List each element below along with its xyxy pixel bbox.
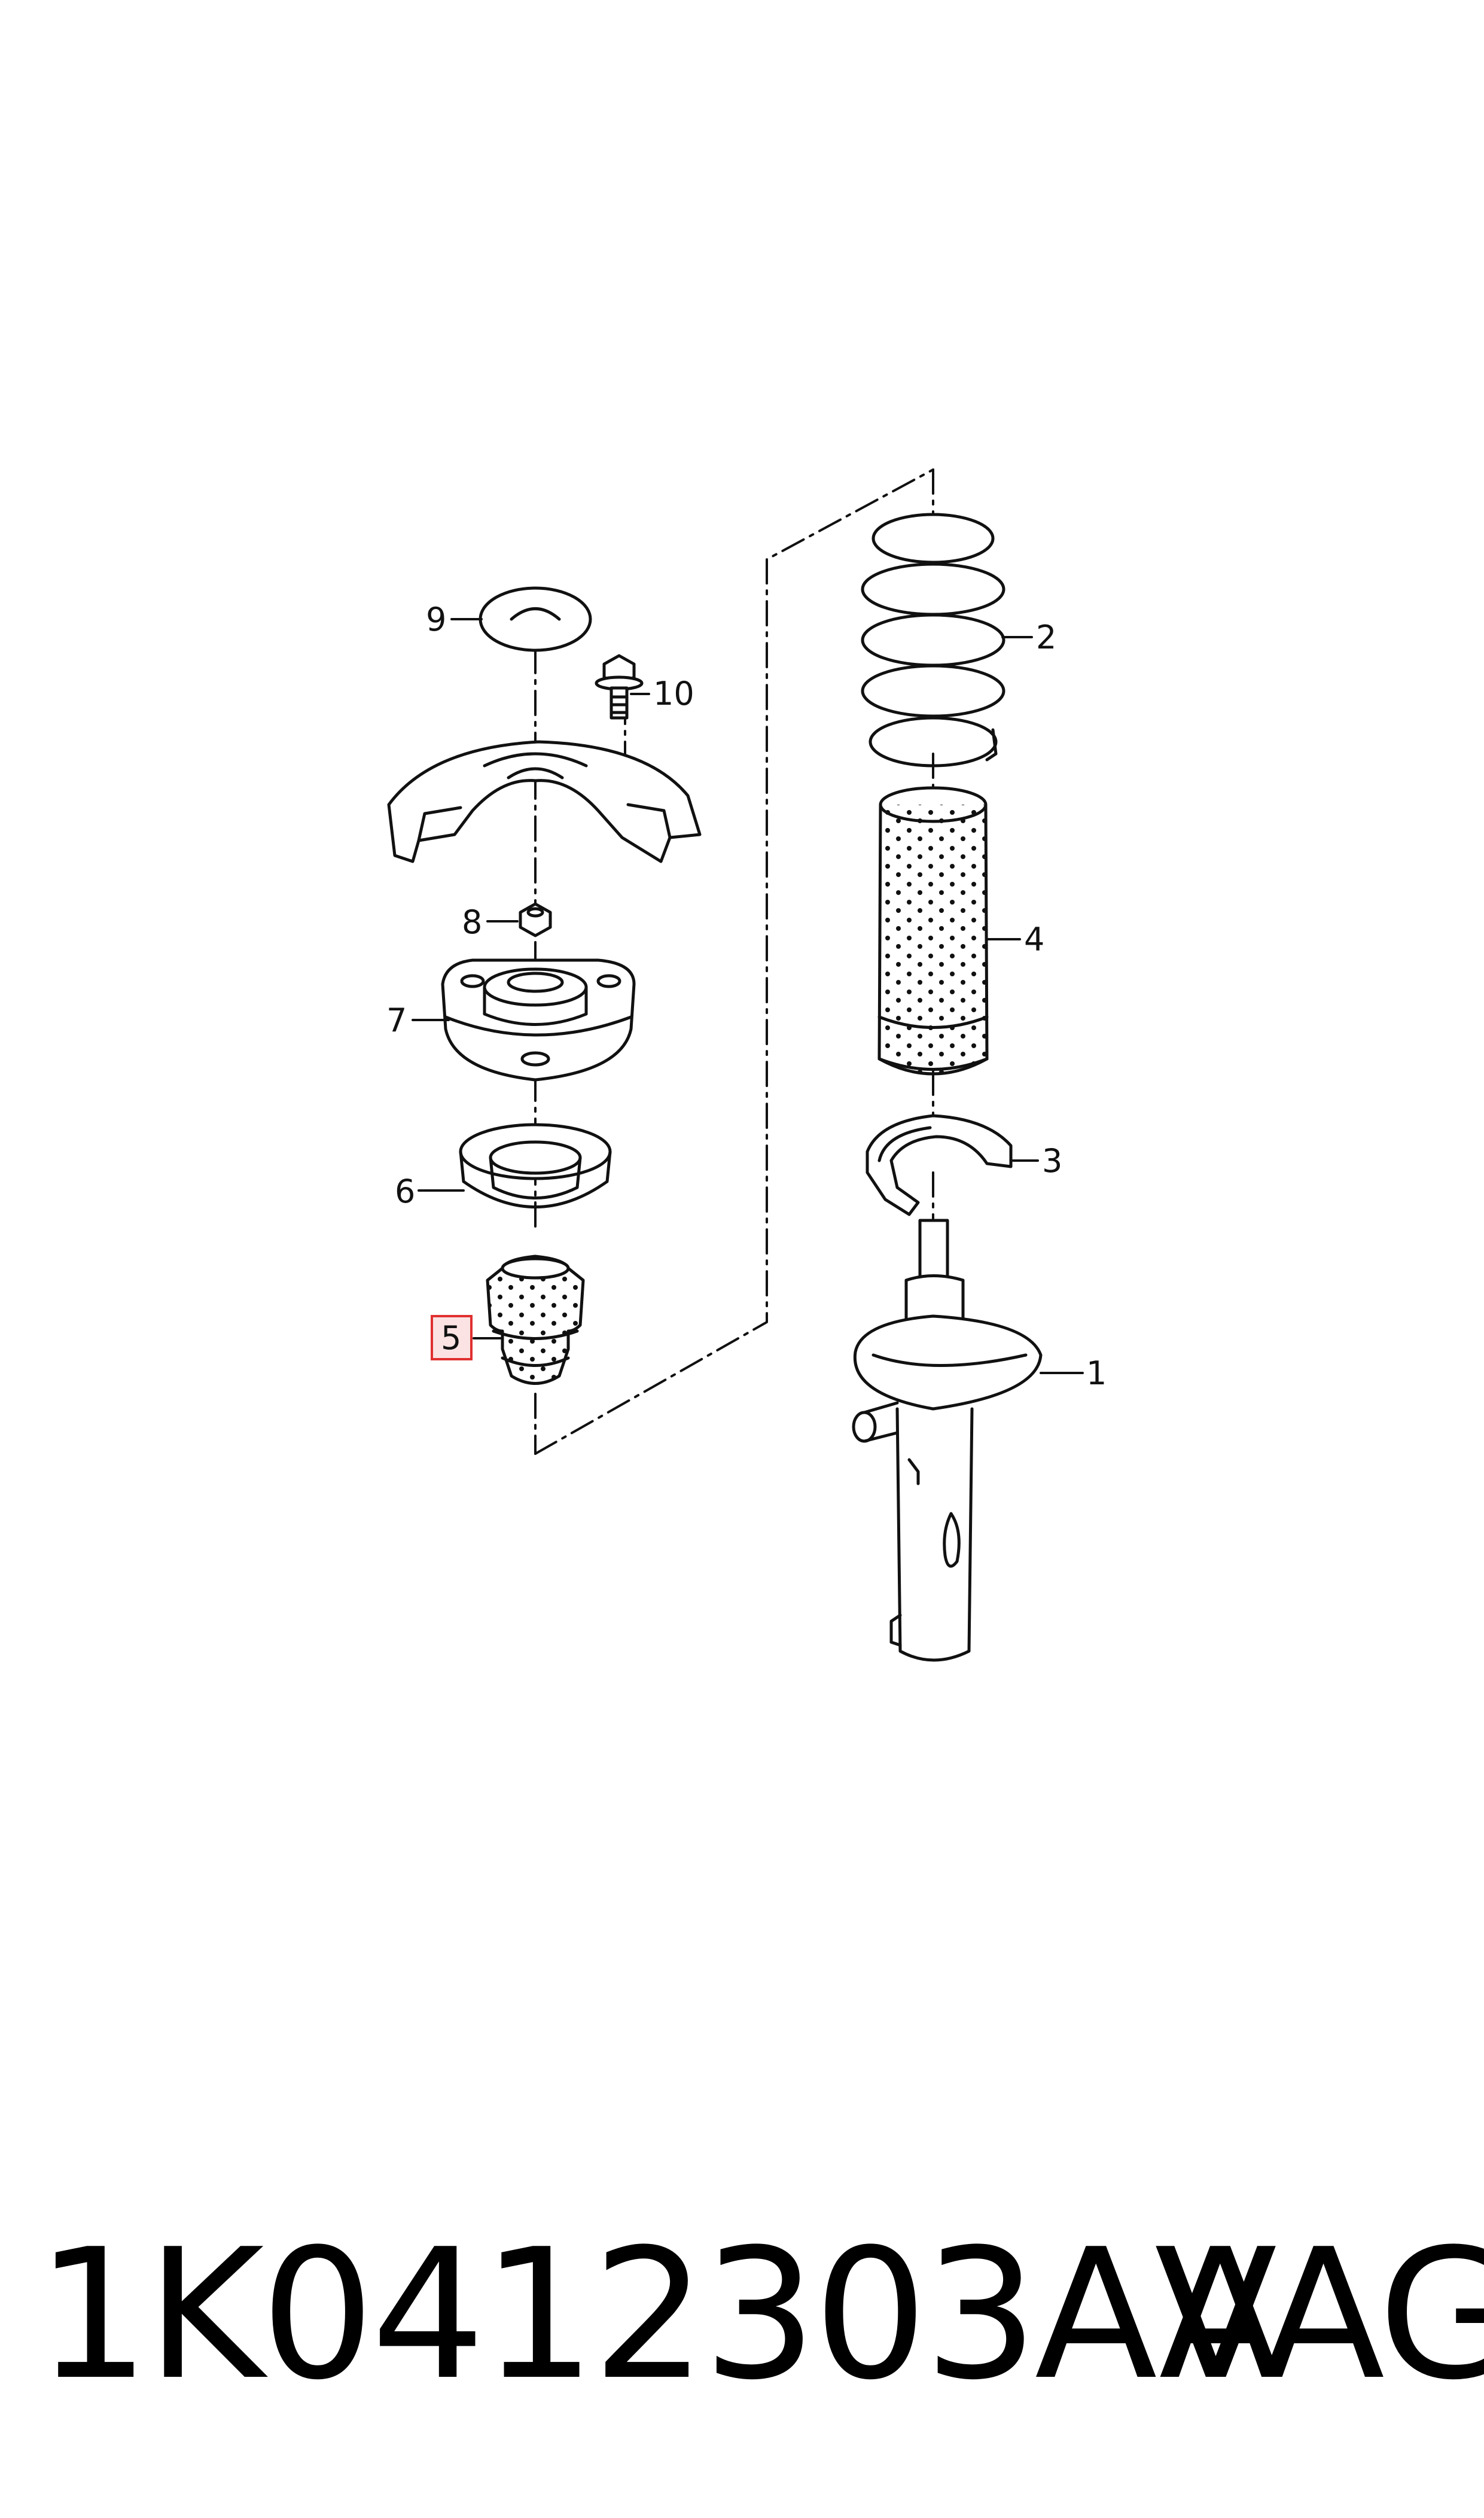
callout-4: 4	[1024, 921, 1044, 958]
callout-5: 5	[441, 1319, 461, 1357]
callout-2: 2	[1036, 619, 1056, 656]
leader-lines	[412, 618, 1084, 1374]
part-number-caption: 1K0412303AA	[36, 2211, 1281, 2419]
top-shield	[387, 740, 702, 863]
brand-caption: VAG	[1154, 2211, 1484, 2419]
callout-1: 1	[1086, 1354, 1107, 1392]
callout-8: 8	[462, 903, 482, 941]
part-10-bolt	[595, 654, 644, 720]
callout-7: 7	[386, 1001, 407, 1039]
part-4-dust-boot	[877, 786, 989, 1076]
part-9-cap	[479, 586, 592, 652]
part-7-strut-mount	[441, 958, 636, 1082]
part-2-coil-spring	[861, 513, 1005, 768]
callout-9: 9	[426, 601, 446, 638]
part-8-nut	[519, 902, 552, 937]
part-5-bump-stop	[486, 1255, 585, 1385]
callout-6: 6	[395, 1173, 415, 1210]
part-6-bearing	[459, 1123, 612, 1208]
part-3-spring-seat	[866, 1114, 1013, 1216]
part-1-strut	[852, 1219, 1043, 1662]
highlight-box-5	[431, 1315, 473, 1360]
callout-3: 3	[1042, 1142, 1062, 1180]
callout-10: 10	[653, 675, 694, 713]
